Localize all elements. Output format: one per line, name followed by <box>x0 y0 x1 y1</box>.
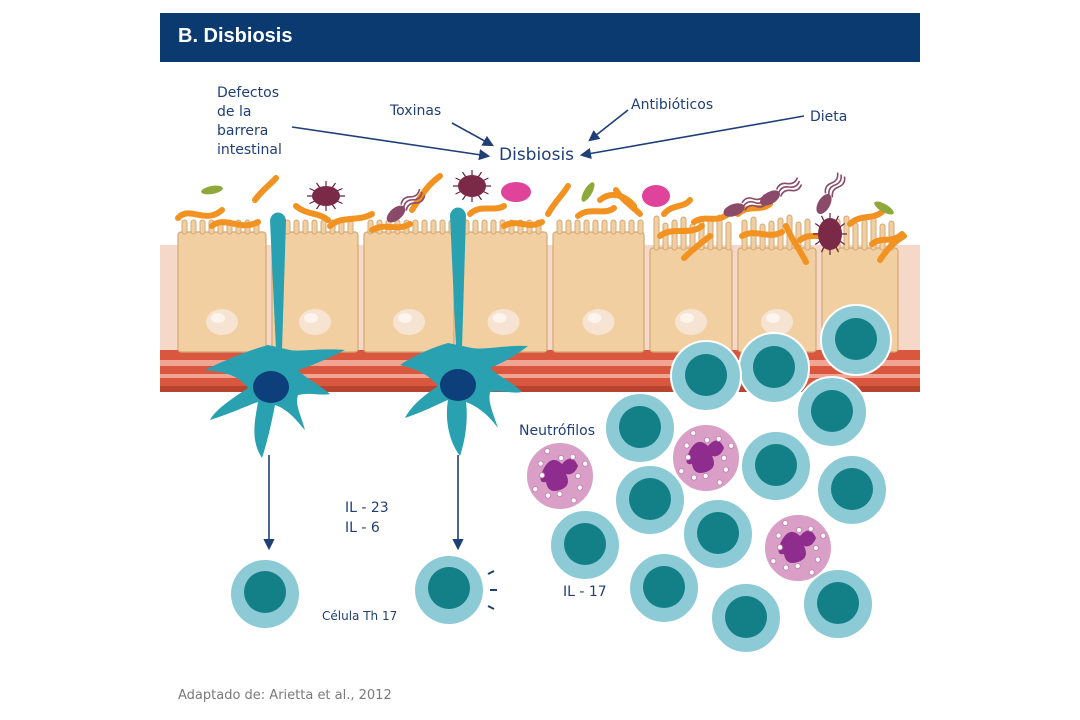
t-cell <box>820 304 892 376</box>
green-microbe <box>201 185 223 195</box>
label-line: Defectos <box>217 85 279 101</box>
spiky-microbe <box>307 181 345 211</box>
pink-microbe <box>642 185 670 207</box>
label-line: intestinal <box>217 142 282 158</box>
epithelial-cell <box>552 219 645 353</box>
bacterium <box>657 223 705 239</box>
muscle-edge <box>160 386 920 392</box>
bacterium <box>739 229 785 239</box>
bacterium <box>409 173 443 213</box>
label-dieta: Dieta <box>810 109 848 125</box>
header-title: B. Disbiosis <box>178 25 293 47</box>
microbiota <box>175 170 907 265</box>
header-bar: B. Disbiosis <box>160 13 920 62</box>
bacterium <box>209 219 261 229</box>
flagellated-microbe <box>816 172 846 214</box>
immune-cell-cluster <box>525 304 892 654</box>
bacterium <box>293 203 331 223</box>
t-cell <box>796 376 868 448</box>
neutrophil <box>671 423 741 493</box>
label-antibioticos: Antibióticos <box>631 97 714 113</box>
t-cell <box>604 392 676 464</box>
spiky-microbe <box>453 170 491 202</box>
th17-cell <box>415 556 497 624</box>
bacterium <box>327 211 375 229</box>
label-il23: IL - 23 <box>345 500 389 516</box>
arrow-toxinas <box>451 122 494 147</box>
t-cell <box>682 498 754 570</box>
t-cell <box>549 509 621 581</box>
t-cell <box>614 464 686 536</box>
bacterium <box>575 205 617 219</box>
bacterium <box>691 211 731 225</box>
neutrophil <box>763 513 833 583</box>
bacterium <box>661 197 693 217</box>
t-cell <box>802 568 874 640</box>
bacterium <box>175 207 225 221</box>
label-il6: IL - 6 <box>345 520 380 536</box>
t-cell <box>628 552 700 624</box>
bacterium <box>783 223 809 265</box>
dendritic-cell <box>400 207 528 456</box>
label-line: de la <box>217 104 252 120</box>
arrow-defectos <box>291 126 491 161</box>
arrow-antibioticos <box>588 109 629 142</box>
epithelial-cell <box>363 219 455 353</box>
neutrophil <box>525 441 595 511</box>
label-defectos-barrera: Defectos de la barrera intestinal <box>217 84 307 160</box>
t-cell <box>710 582 782 654</box>
bacterium <box>847 209 885 227</box>
pink-microbe <box>501 182 531 202</box>
epithelial-cell <box>177 219 267 353</box>
bacterium <box>681 233 713 261</box>
label-th17: Célula Th 17 <box>322 609 398 623</box>
source-citation: Adaptado de: Arietta et al., 2012 <box>178 688 392 703</box>
epithelial-cell <box>459 219 548 353</box>
t-cell <box>740 430 812 502</box>
bacterium <box>252 175 279 203</box>
t-cell <box>231 560 299 628</box>
label-neutrofilos: Neutrófilos <box>519 423 596 439</box>
t-cell <box>738 332 810 404</box>
flagellated-microbe <box>723 194 769 217</box>
flagellated-microbe <box>386 188 426 223</box>
green-microbe <box>581 182 595 202</box>
bacterium <box>501 219 545 229</box>
label-line: barrera <box>217 123 269 139</box>
green-microbe <box>874 201 894 215</box>
t-cell <box>816 454 888 526</box>
label-il17: IL - 17 <box>563 584 607 600</box>
muscle-stripe <box>160 374 920 378</box>
flagellated-microbe <box>760 177 803 206</box>
label-disbiosis: Disbiosis <box>499 145 575 165</box>
bacterium <box>877 233 907 263</box>
epithelial-cell <box>649 214 733 353</box>
muscle-stripe <box>160 360 920 366</box>
arrow-dieta <box>579 115 805 159</box>
t-cell <box>670 340 742 412</box>
bacterium <box>613 187 643 217</box>
dendritic-cell <box>205 212 345 458</box>
bacterium <box>545 183 571 217</box>
spiky-microbe <box>813 213 847 255</box>
bacterium <box>467 203 507 217</box>
label-toxinas: Toxinas <box>390 103 442 119</box>
bacterium <box>369 221 413 233</box>
